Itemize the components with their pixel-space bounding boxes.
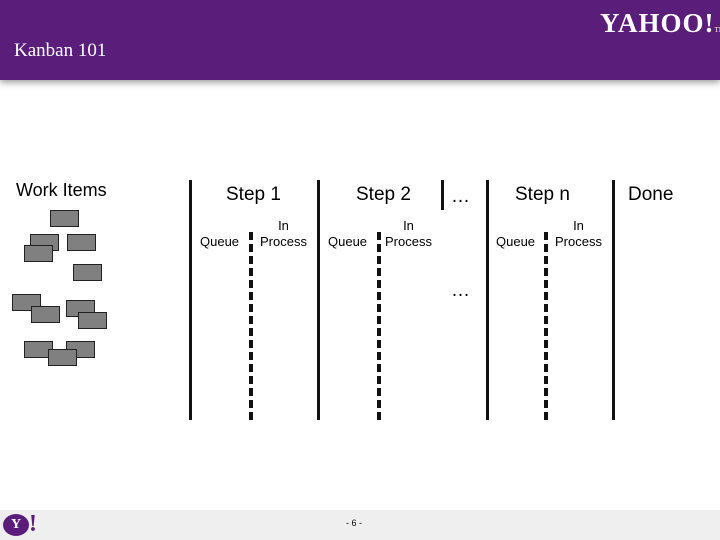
slide-title: Kanban 101 (14, 40, 107, 61)
step-n-queue-label: Queue (496, 234, 536, 249)
step-2-ellipsis-separator (441, 180, 444, 210)
ellipsis-step-n-separator (486, 180, 489, 420)
work-item-card (78, 312, 107, 329)
step-1-in-process-label: In Process (260, 218, 307, 249)
work-item-card (24, 245, 53, 262)
yahoo-footer-bang-icon: ! (29, 511, 37, 537)
ellipsis-top: … (451, 186, 470, 207)
step-n-queue-divider (544, 232, 548, 420)
work-item-card (50, 210, 79, 227)
step-2-queue-label: Queue (328, 234, 368, 249)
step-2-queue-divider (377, 232, 381, 420)
step-2-in-process-label: In Process (385, 218, 432, 249)
done-label: Done (628, 184, 674, 205)
yahoo-logo-tm: TM (714, 26, 720, 34)
work-item-card (31, 306, 60, 323)
work-items-separator (189, 180, 192, 420)
step-2-title: Step 2 (356, 184, 411, 205)
ellipsis-middle: … (451, 280, 470, 301)
step-1-step-2-separator (317, 180, 320, 420)
step-1-queue-label: Queue (200, 234, 240, 249)
step-1-queue-divider (249, 232, 253, 420)
yahoo-logo-text: YAHOO! (600, 8, 715, 38)
yahoo-logo: YAHOO!TM (600, 8, 720, 39)
yahoo-footer-logo-icon: Y (3, 514, 29, 536)
slide-header (0, 0, 720, 80)
work-items-label: Work Items (16, 180, 107, 200)
work-item-card (48, 349, 77, 366)
step-n-in-process-label: In Process (555, 218, 602, 249)
slide-footer (0, 510, 720, 540)
work-item-card (67, 234, 96, 251)
work-item-card (73, 264, 102, 281)
step-1-title: Step 1 (226, 184, 281, 205)
step-n-done-separator (612, 180, 615, 420)
page-number: - 6 - (346, 518, 363, 528)
step-n-title: Step n (515, 184, 570, 205)
